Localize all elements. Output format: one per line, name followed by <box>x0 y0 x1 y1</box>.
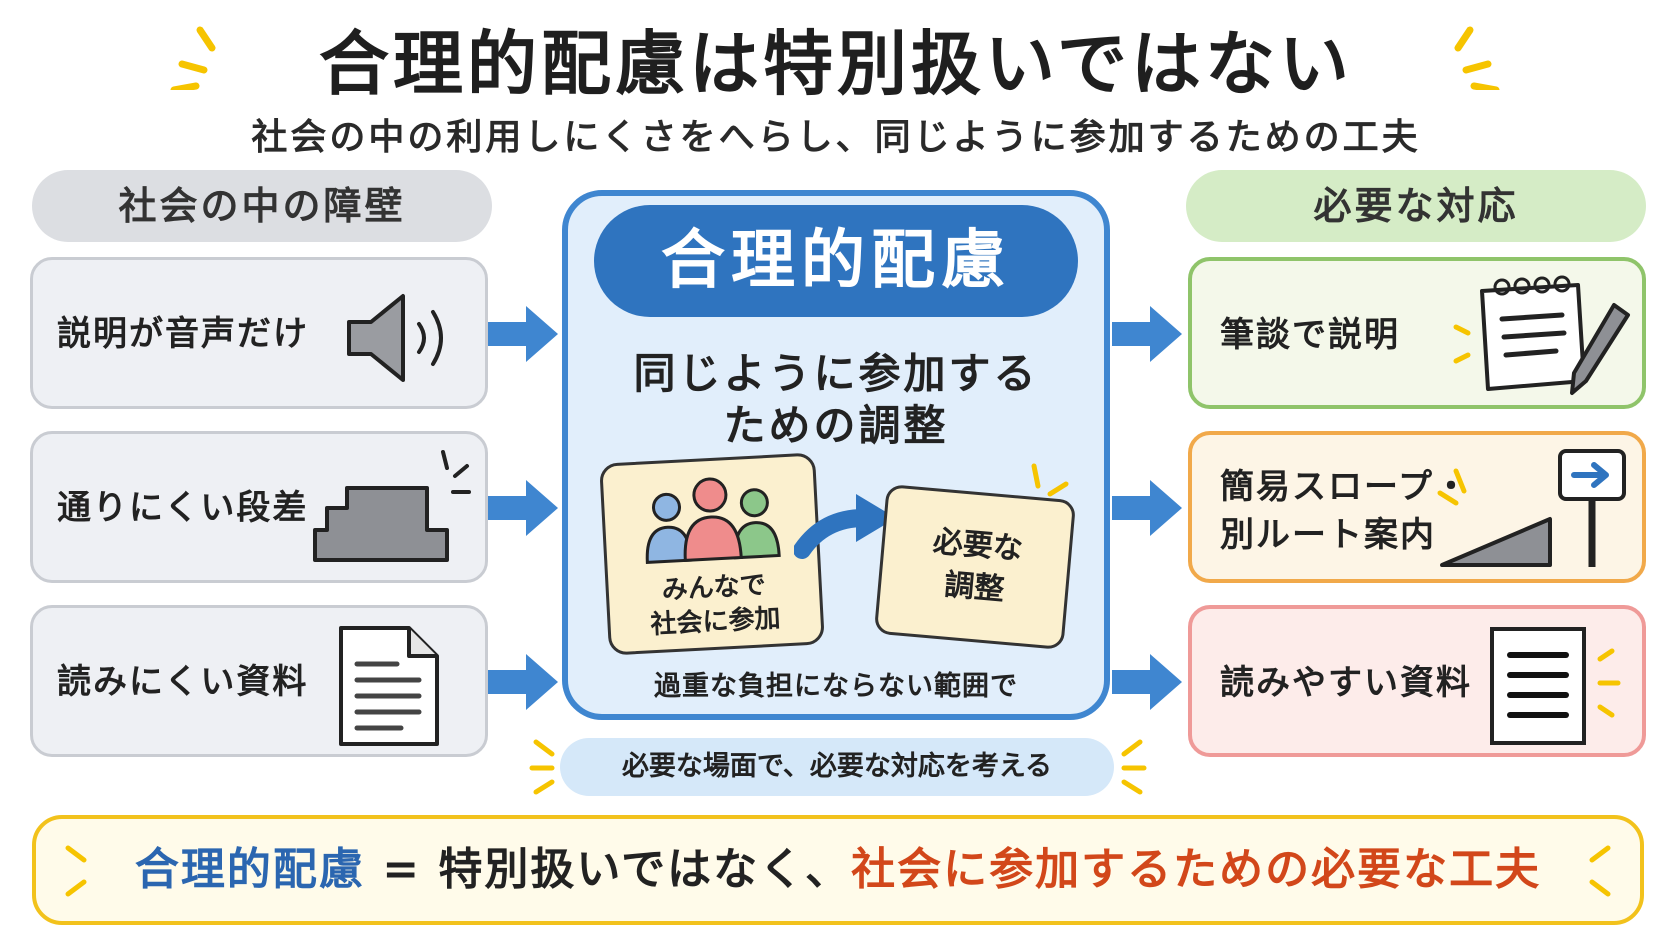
participation-box: みんなで 社会に参加 <box>599 452 825 656</box>
arrow-right-icon <box>1112 306 1182 362</box>
clear-document-icon <box>1490 627 1621 745</box>
barrier-card-step: 通りにくい段差 <box>30 431 488 583</box>
arrow-right-icon <box>488 480 558 536</box>
center-note: 過重な負担にならない範囲で <box>654 671 1018 702</box>
right-column-heading: 必要な対応 <box>1186 170 1646 242</box>
support-label-line1: 簡易スロープ・ <box>1220 467 1470 507</box>
page-subtitle: 社会の中の利用しにくさをへらし、同じように参加するための工夫 <box>251 117 1421 158</box>
sparkle-icon <box>1031 463 1069 497</box>
speaker-icon <box>347 294 443 382</box>
center-line1: 同じように参加する <box>633 349 1039 398</box>
support-label: 読みやすい資料 <box>1220 663 1472 703</box>
support-card-readable: 読みやすい資料 <box>1188 605 1646 757</box>
sparkle-icon <box>170 26 216 90</box>
left-column-heading: 社会の中の障壁 <box>32 170 492 242</box>
barrier-label: 説明が音声だけ <box>57 314 309 354</box>
arrow-right-icon <box>1112 480 1182 536</box>
sparkle-icon <box>1454 26 1500 90</box>
summary-banner: 合理的配慮 = 特別扱いではなく、社会に参加するための必要な工夫 <box>32 815 1644 925</box>
document-icon <box>339 626 439 746</box>
summary-middle: = 特別扱いではなく、 <box>364 844 852 895</box>
sparkle-icon <box>1589 845 1611 897</box>
center-title: 合理的配慮 <box>594 205 1078 317</box>
barrier-card-document: 読みにくい資料 <box>30 605 488 757</box>
summary-conclusion: 社会に参加するための必要な工夫 <box>851 844 1542 895</box>
barrier-label: 読みにくい資料 <box>57 662 309 702</box>
center-sub-pill: 必要な場面で、必要な対応を考える <box>560 738 1114 796</box>
sparkle-icon <box>529 739 555 795</box>
barrier-label: 通りにくい段差 <box>57 488 309 528</box>
support-label: 筆談で説明 <box>1220 315 1400 355</box>
sparkle-icon <box>1121 739 1147 795</box>
arrow-right-icon <box>1112 654 1182 710</box>
support-card-ramp: 簡易スロープ・ 別ルート案内 <box>1188 431 1646 583</box>
curved-arrow-icon <box>794 494 896 559</box>
ramp-sign-icon <box>1437 449 1626 567</box>
arrow-right-icon <box>488 306 558 362</box>
barrier-card-audio: 説明が音声だけ <box>30 257 488 409</box>
step-icon <box>313 450 471 562</box>
people-icon <box>645 477 781 564</box>
summary-term: 合理的配慮 <box>134 844 365 895</box>
arrow-right-icon <box>488 654 558 710</box>
page-title: 合理的配慮は特別扱いではない <box>319 23 1353 105</box>
center-line2: ための調整 <box>723 401 949 450</box>
support-label-line2: 別ルート案内 <box>1220 515 1436 555</box>
sparkle-icon <box>65 845 87 897</box>
support-card-writing: 筆談で説明 <box>1188 257 1646 409</box>
notepad-pen-icon <box>1453 275 1630 395</box>
